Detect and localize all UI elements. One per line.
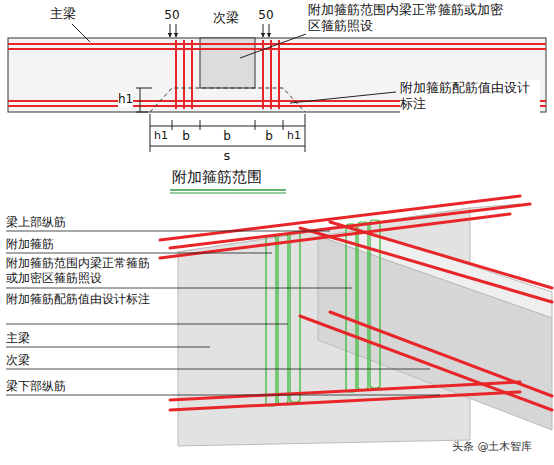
dimension: 50 bbox=[258, 8, 273, 23]
note: 附加箍筋范围内梁正常箍筋或加密区箍筋照设 bbox=[308, 2, 508, 35]
note: 附加箍筋配筋值由设计标注 bbox=[400, 80, 540, 113]
three-d-view bbox=[6, 196, 552, 446]
watermark: 头条 @土木智库 bbox=[452, 440, 533, 454]
title: 附加箍筋范围 bbox=[172, 168, 262, 188]
note: 附加箍筋范围内梁正常箍筋或加密区箍筋照设 bbox=[6, 256, 156, 286]
part-name: 次梁 bbox=[6, 353, 30, 368]
part-name: 梁上部纵筋 bbox=[6, 215, 66, 230]
dimension: h1 bbox=[118, 92, 133, 107]
part-name: 主梁 bbox=[50, 6, 76, 22]
dimension: s bbox=[224, 148, 231, 164]
dimension: 50 bbox=[164, 8, 179, 23]
dimension: b bbox=[265, 129, 273, 144]
dimension: b bbox=[182, 129, 190, 144]
dimension: b bbox=[223, 129, 231, 144]
part-name: 附加箍筋 bbox=[6, 237, 54, 252]
dimension: h1 bbox=[154, 129, 168, 143]
part-name: 梁下部纵筋 bbox=[6, 379, 66, 394]
dimension: h1 bbox=[287, 129, 301, 143]
part-name: 次梁 bbox=[213, 10, 239, 26]
part-name: 主梁 bbox=[6, 331, 30, 346]
elevation bbox=[8, 24, 546, 193]
note: 附加箍筋配筋值由设计标注 bbox=[6, 292, 156, 307]
